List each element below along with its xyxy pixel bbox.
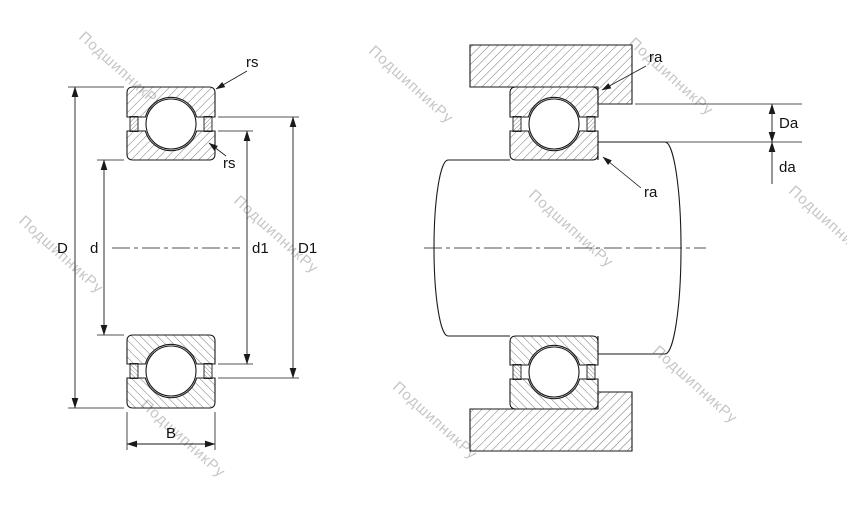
- callout-ra-housing: ra: [601, 49, 663, 91]
- bearing-section-bottom: [126, 334, 216, 409]
- label-rs-outer: rs: [246, 54, 259, 71]
- watermark-text: ПодшипникРу: [525, 186, 616, 271]
- right-view-mounting: ra ra Da da: [424, 44, 802, 452]
- dimension-Da: Da: [635, 103, 802, 143]
- label-D1: D1: [298, 240, 317, 257]
- callout-ra-shaft: ra: [602, 156, 658, 201]
- watermark-text: ПодшипникРу: [649, 342, 740, 427]
- label-ra-shaft: ra: [644, 184, 658, 201]
- label-Da: Da: [779, 115, 799, 132]
- left-view-bearing-section: D d d1 D1 B: [57, 54, 317, 450]
- dimension-d: d: [90, 159, 124, 336]
- bearing-section-top-right: [509, 86, 599, 161]
- label-D: D: [57, 240, 68, 257]
- watermark-text: ПодшипникРу: [625, 34, 716, 119]
- watermark-text: ПодшипникРу: [230, 192, 321, 277]
- label-ra-housing: ra: [649, 49, 663, 66]
- watermark-text: ПодшипникРу: [365, 42, 456, 127]
- label-da: da: [779, 159, 796, 176]
- bearing-section-bottom-right: [509, 335, 599, 410]
- bearing-section-top: [126, 86, 216, 161]
- dimension-D: D: [57, 86, 124, 409]
- dimension-D1: D1: [218, 116, 317, 379]
- label-d: d: [90, 240, 98, 257]
- callout-rs-outer: rs: [215, 54, 259, 90]
- label-B: B: [166, 425, 176, 442]
- dimension-B: B: [126, 412, 216, 450]
- watermark-text: ПодшипникРу: [389, 378, 480, 463]
- label-d1: d1: [252, 240, 269, 257]
- callout-rs-inner: rs: [208, 142, 236, 172]
- dimension-d1: d1: [218, 130, 269, 365]
- dimension-da: da: [666, 141, 802, 184]
- label-rs-inner: rs: [223, 155, 236, 172]
- watermark-text: ПодшипникРу: [785, 182, 847, 267]
